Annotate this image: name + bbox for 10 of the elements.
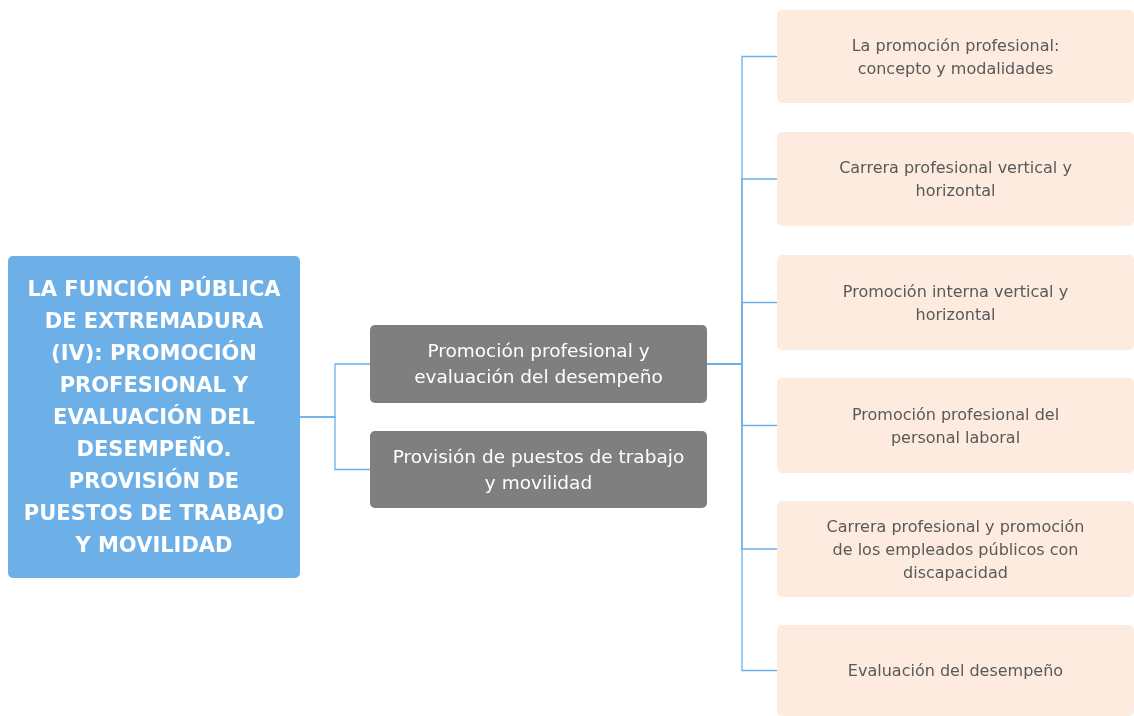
- subtopic-box: Promoción profesional del personal laboral: [777, 378, 1134, 473]
- topic-box: Provisión de puestos de trabajo y movilidad: [370, 431, 707, 508]
- title-box: LA FUNCIÓN PÚBLICA DE EXTREMADURA (IV): PROMOCIÓN PROFESIONAL Y EVALUACIÓN DEL DESEMPEÑO. PROVISIÓN DE PUESTOS DE TRABAJO Y MOVILIDAD: [8, 256, 300, 578]
- topic-box: Promoción profesional y evaluación del desempeño: [370, 325, 707, 403]
- subtopic-box: Carrera profesional vertical y horizontal: [777, 132, 1134, 226]
- connector-line: [299, 416, 371, 471]
- subtopic-box: Evaluación del desempeño: [777, 625, 1134, 716]
- subtopic-box: La promoción profesional: concepto y modalidades: [777, 10, 1134, 103]
- subtopic-box: Promoción interna vertical y horizontal: [777, 255, 1134, 350]
- subtopic-box: Carrera profesional y promoción de los empleados públicos con discapacidad: [777, 501, 1134, 597]
